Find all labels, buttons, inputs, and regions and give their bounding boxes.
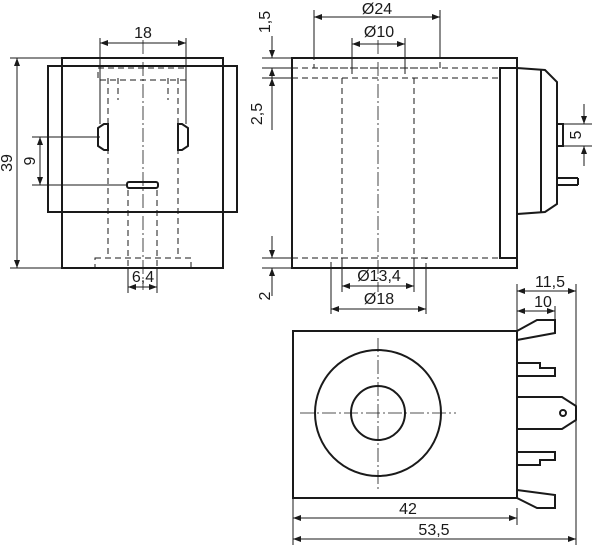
dim-label-53-5: 53,5 bbox=[418, 522, 449, 539]
plan-view: 11,5 10 42 53,5 bbox=[292, 274, 577, 545]
plan-pin-lower bbox=[517, 451, 556, 466]
front-top-cap-hidden bbox=[97, 67, 187, 81]
dim-label-2: 2 bbox=[257, 291, 274, 300]
front-body-outline bbox=[61, 57, 224, 269]
plan-pin-bottom bbox=[516, 489, 556, 509]
side-connector-housing bbox=[516, 66, 558, 216]
dim-label-6-4: 6,4 bbox=[132, 269, 154, 286]
side-top-hidden bbox=[313, 57, 441, 69]
dim-label-5: 5 bbox=[568, 130, 585, 139]
dim-label-2-5: 2,5 bbox=[249, 103, 266, 125]
side-connector-pin bbox=[556, 123, 564, 147]
plan-pin-top bbox=[516, 319, 556, 341]
side-body-outline bbox=[291, 57, 518, 269]
plan-pin-middle bbox=[517, 396, 577, 430]
left-clip bbox=[97, 123, 109, 151]
side-connector-base bbox=[499, 67, 518, 259]
dim-label-dia-13-4: Ø13,4 bbox=[357, 268, 401, 285]
dim-label-1-5: 1,5 bbox=[257, 11, 274, 33]
front-bracket-outline bbox=[47, 65, 238, 213]
right-clip bbox=[177, 123, 189, 151]
plan-pin-upper bbox=[517, 362, 556, 377]
dim-label-18: 18 bbox=[134, 25, 152, 42]
dim-label-9: 9 bbox=[22, 156, 39, 165]
dim-label-dia-10: Ø10 bbox=[364, 24, 394, 41]
dim-label-dia-18: Ø18 bbox=[364, 291, 394, 308]
dim-label-dia-24: Ø24 bbox=[362, 1, 392, 18]
side-bottom-hidden bbox=[330, 257, 427, 269]
dim-label-39: 39 bbox=[0, 154, 16, 172]
dim-label-10: 10 bbox=[534, 294, 552, 311]
front-view: 18 39 9 6,4 bbox=[0, 25, 238, 293]
dim-label-11-5: 11,5 bbox=[535, 274, 565, 291]
front-slot bbox=[126, 181, 159, 189]
side-view: Ø24 Ø10 1,5 2,5 2 Ø13,4 Ø18 bbox=[249, 1, 592, 314]
dim-label-42: 42 bbox=[399, 501, 417, 518]
